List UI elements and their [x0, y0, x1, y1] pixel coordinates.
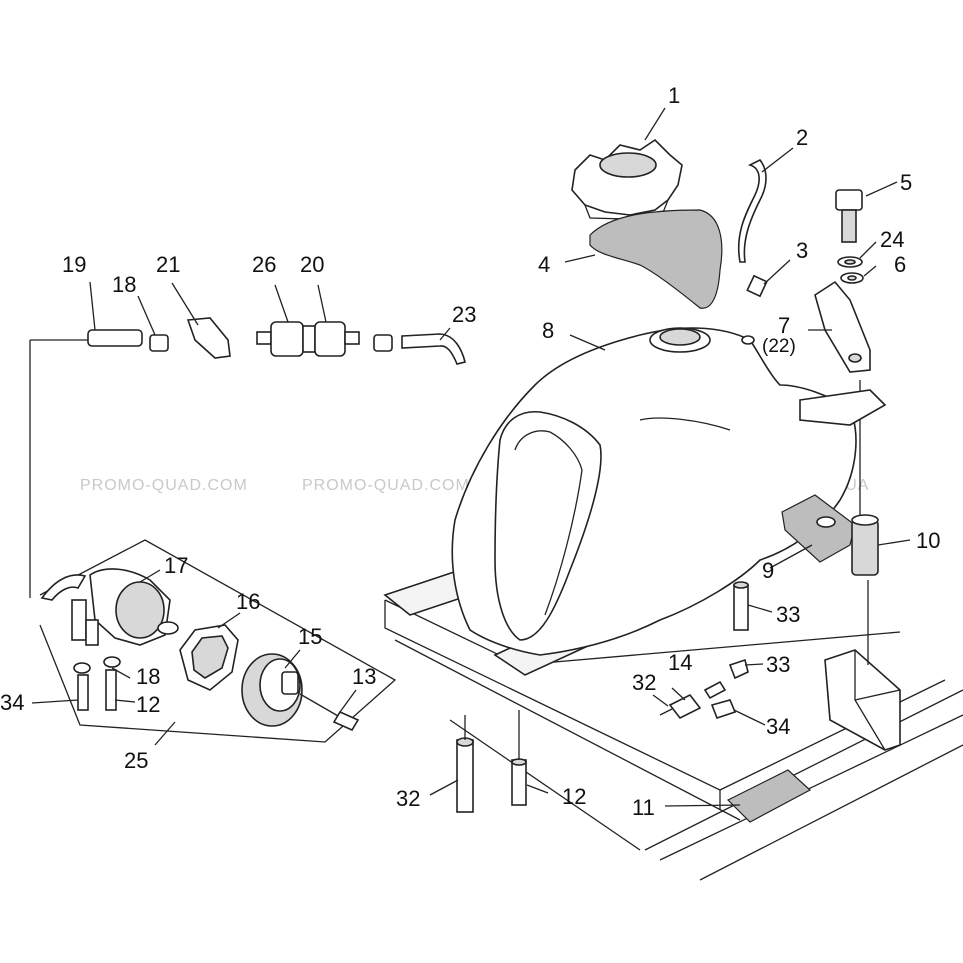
callout-33: 33 — [766, 652, 790, 677]
fuel-lines — [456, 581, 749, 813]
callout-12-pump: 12 — [136, 692, 160, 717]
callout-5: 5 — [900, 170, 912, 195]
fuel-cap — [571, 138, 683, 221]
callout-11: 11 — [632, 795, 655, 820]
frame-bracket — [824, 649, 901, 751]
fuel-filter-line — [29, 317, 466, 598]
callout-33-tank: 33 — [776, 602, 800, 627]
callout-1: 1 — [668, 83, 680, 108]
callout-23: 23 — [452, 302, 476, 327]
watermark-text: PROMO-QUAD.COM — [302, 477, 470, 494]
callout-34: 34 — [766, 714, 790, 739]
callout-34-pump: 34 — [0, 690, 24, 715]
mount-hardware — [799, 189, 887, 520]
callout-18-top: 18 — [112, 272, 136, 297]
callout-32-frame: 32 — [396, 786, 420, 811]
callout-4: 4 — [538, 252, 550, 277]
callout-20: 20 — [300, 252, 324, 277]
callout-18-pump: 18 — [136, 664, 160, 689]
leader-lines — [31, 107, 911, 807]
callout-7: 7 — [778, 313, 790, 338]
callout-14: 14 — [668, 650, 692, 675]
callout-labels: 1 2 3 4 5 24 6 7 (22) 8 9 10 11 12 32 14… — [0, 83, 940, 820]
callout-32: 32 — [632, 670, 656, 695]
callout-25: 25 — [124, 748, 148, 773]
callout-15: 15 — [298, 624, 322, 649]
callout-24: 24 — [880, 227, 904, 252]
callout-7-alt: (22) — [762, 336, 796, 357]
callout-8: 8 — [542, 318, 554, 343]
callout-19: 19 — [62, 252, 86, 277]
callout-6: 6 — [894, 252, 906, 277]
callout-13: 13 — [352, 664, 376, 689]
callout-2: 2 — [796, 125, 808, 150]
fuel-pump-assembly — [39, 539, 397, 743]
callout-21: 21 — [156, 252, 180, 277]
foam-cover — [589, 209, 723, 309]
callout-9: 9 — [762, 558, 774, 583]
callout-10: 10 — [916, 528, 940, 553]
watermark-text: PROMO-QUAD.COM — [80, 477, 248, 494]
callout-12-frame: 12 — [562, 784, 586, 809]
frame-pad-11 — [726, 769, 812, 823]
callout-16: 16 — [236, 589, 260, 614]
callout-3: 3 — [796, 238, 808, 263]
rubber-mount — [781, 494, 879, 665]
breather-hose — [737, 158, 768, 298]
fuel-tank — [451, 327, 857, 656]
callout-26: 26 — [252, 252, 276, 277]
callout-17: 17 — [164, 553, 188, 578]
